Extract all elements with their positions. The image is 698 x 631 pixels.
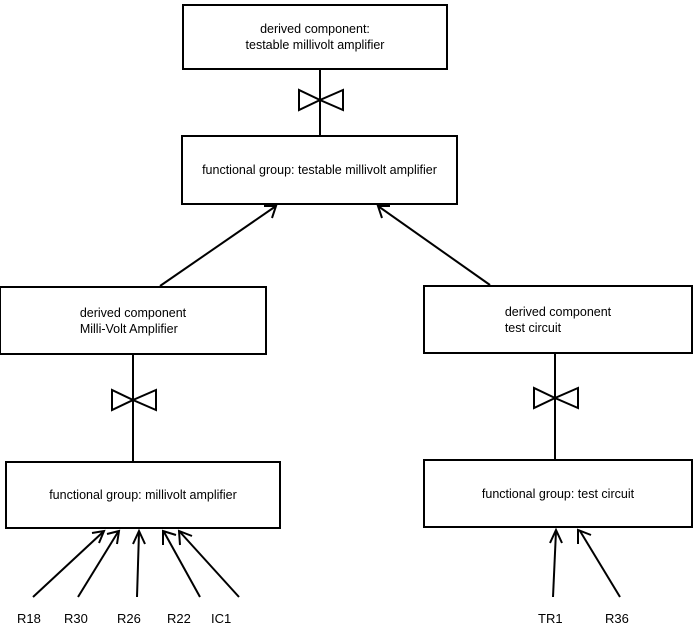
node-label: derived component: testable millivolt am…: [245, 22, 385, 52]
node-derived-testable-millivolt-amplifier[interactable]: derived component: testable millivolt am…: [182, 4, 448, 70]
node-functional-group-test-circuit[interactable]: functional group: test circuit: [423, 459, 693, 528]
node-label: functional group: testable millivolt amp…: [202, 163, 437, 177]
node-label: functional group: millivolt amplifier: [49, 488, 237, 502]
node-functional-group-millivolt-amplifier[interactable]: functional group: millivolt amplifier: [5, 461, 281, 529]
arrow-tr1: [549, 527, 563, 598]
leaf-label-r26: R26: [117, 611, 141, 626]
arrow-r22: [162, 529, 201, 598]
bowtie-link-left: [111, 355, 157, 461]
arrow-r36: [577, 528, 621, 598]
arrow-r26: [132, 528, 146, 598]
arrow-testcircuit-to-testable: [376, 205, 491, 286]
leaf-label-ic1: IC1: [211, 611, 232, 626]
arrow-ic1: [177, 529, 240, 598]
leaf-label-r18: R18: [17, 611, 41, 626]
leaf-label-r22: R22: [167, 611, 191, 626]
node-label: derived component Milli-Volt Amplifier: [79, 305, 187, 336]
bowtie-icon: [533, 386, 579, 410]
bowtie-link-right: [533, 354, 579, 459]
node-label: functional group: test circuit: [481, 486, 635, 501]
node-label: derived component test circuit: [504, 304, 612, 335]
arrow-r30: [77, 529, 121, 598]
leaf-label-tr1: TR1: [538, 611, 563, 626]
leaf-label-r30: R30: [64, 611, 88, 626]
leaf-label-r36: R36: [605, 611, 629, 626]
bowtie-icon: [111, 388, 157, 412]
node-derived-milli-volt-amplifier[interactable]: derived component Milli-Volt Amplifier: [0, 286, 267, 355]
arrow-millivolt-to-testable: [159, 205, 278, 287]
bowtie-link-top: [298, 70, 344, 135]
node-derived-test-circuit[interactable]: derived component test circuit: [423, 285, 693, 354]
node-functional-group-testable-millivolt-amplifier[interactable]: functional group: testable millivolt amp…: [181, 135, 458, 205]
arrow-r18: [32, 529, 106, 598]
bowtie-icon: [298, 88, 344, 112]
